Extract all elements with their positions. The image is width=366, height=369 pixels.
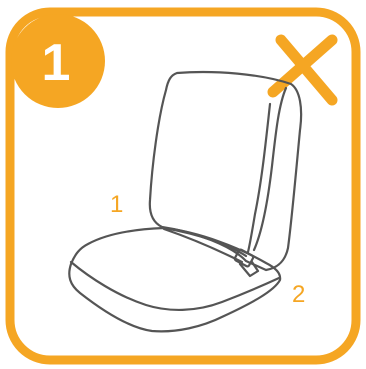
label-seat-base: 2 [292, 281, 305, 308]
label-backrest: 1 [110, 191, 123, 218]
step-badge: 1 [11, 14, 105, 108]
step-badge-number: 1 [42, 34, 71, 92]
